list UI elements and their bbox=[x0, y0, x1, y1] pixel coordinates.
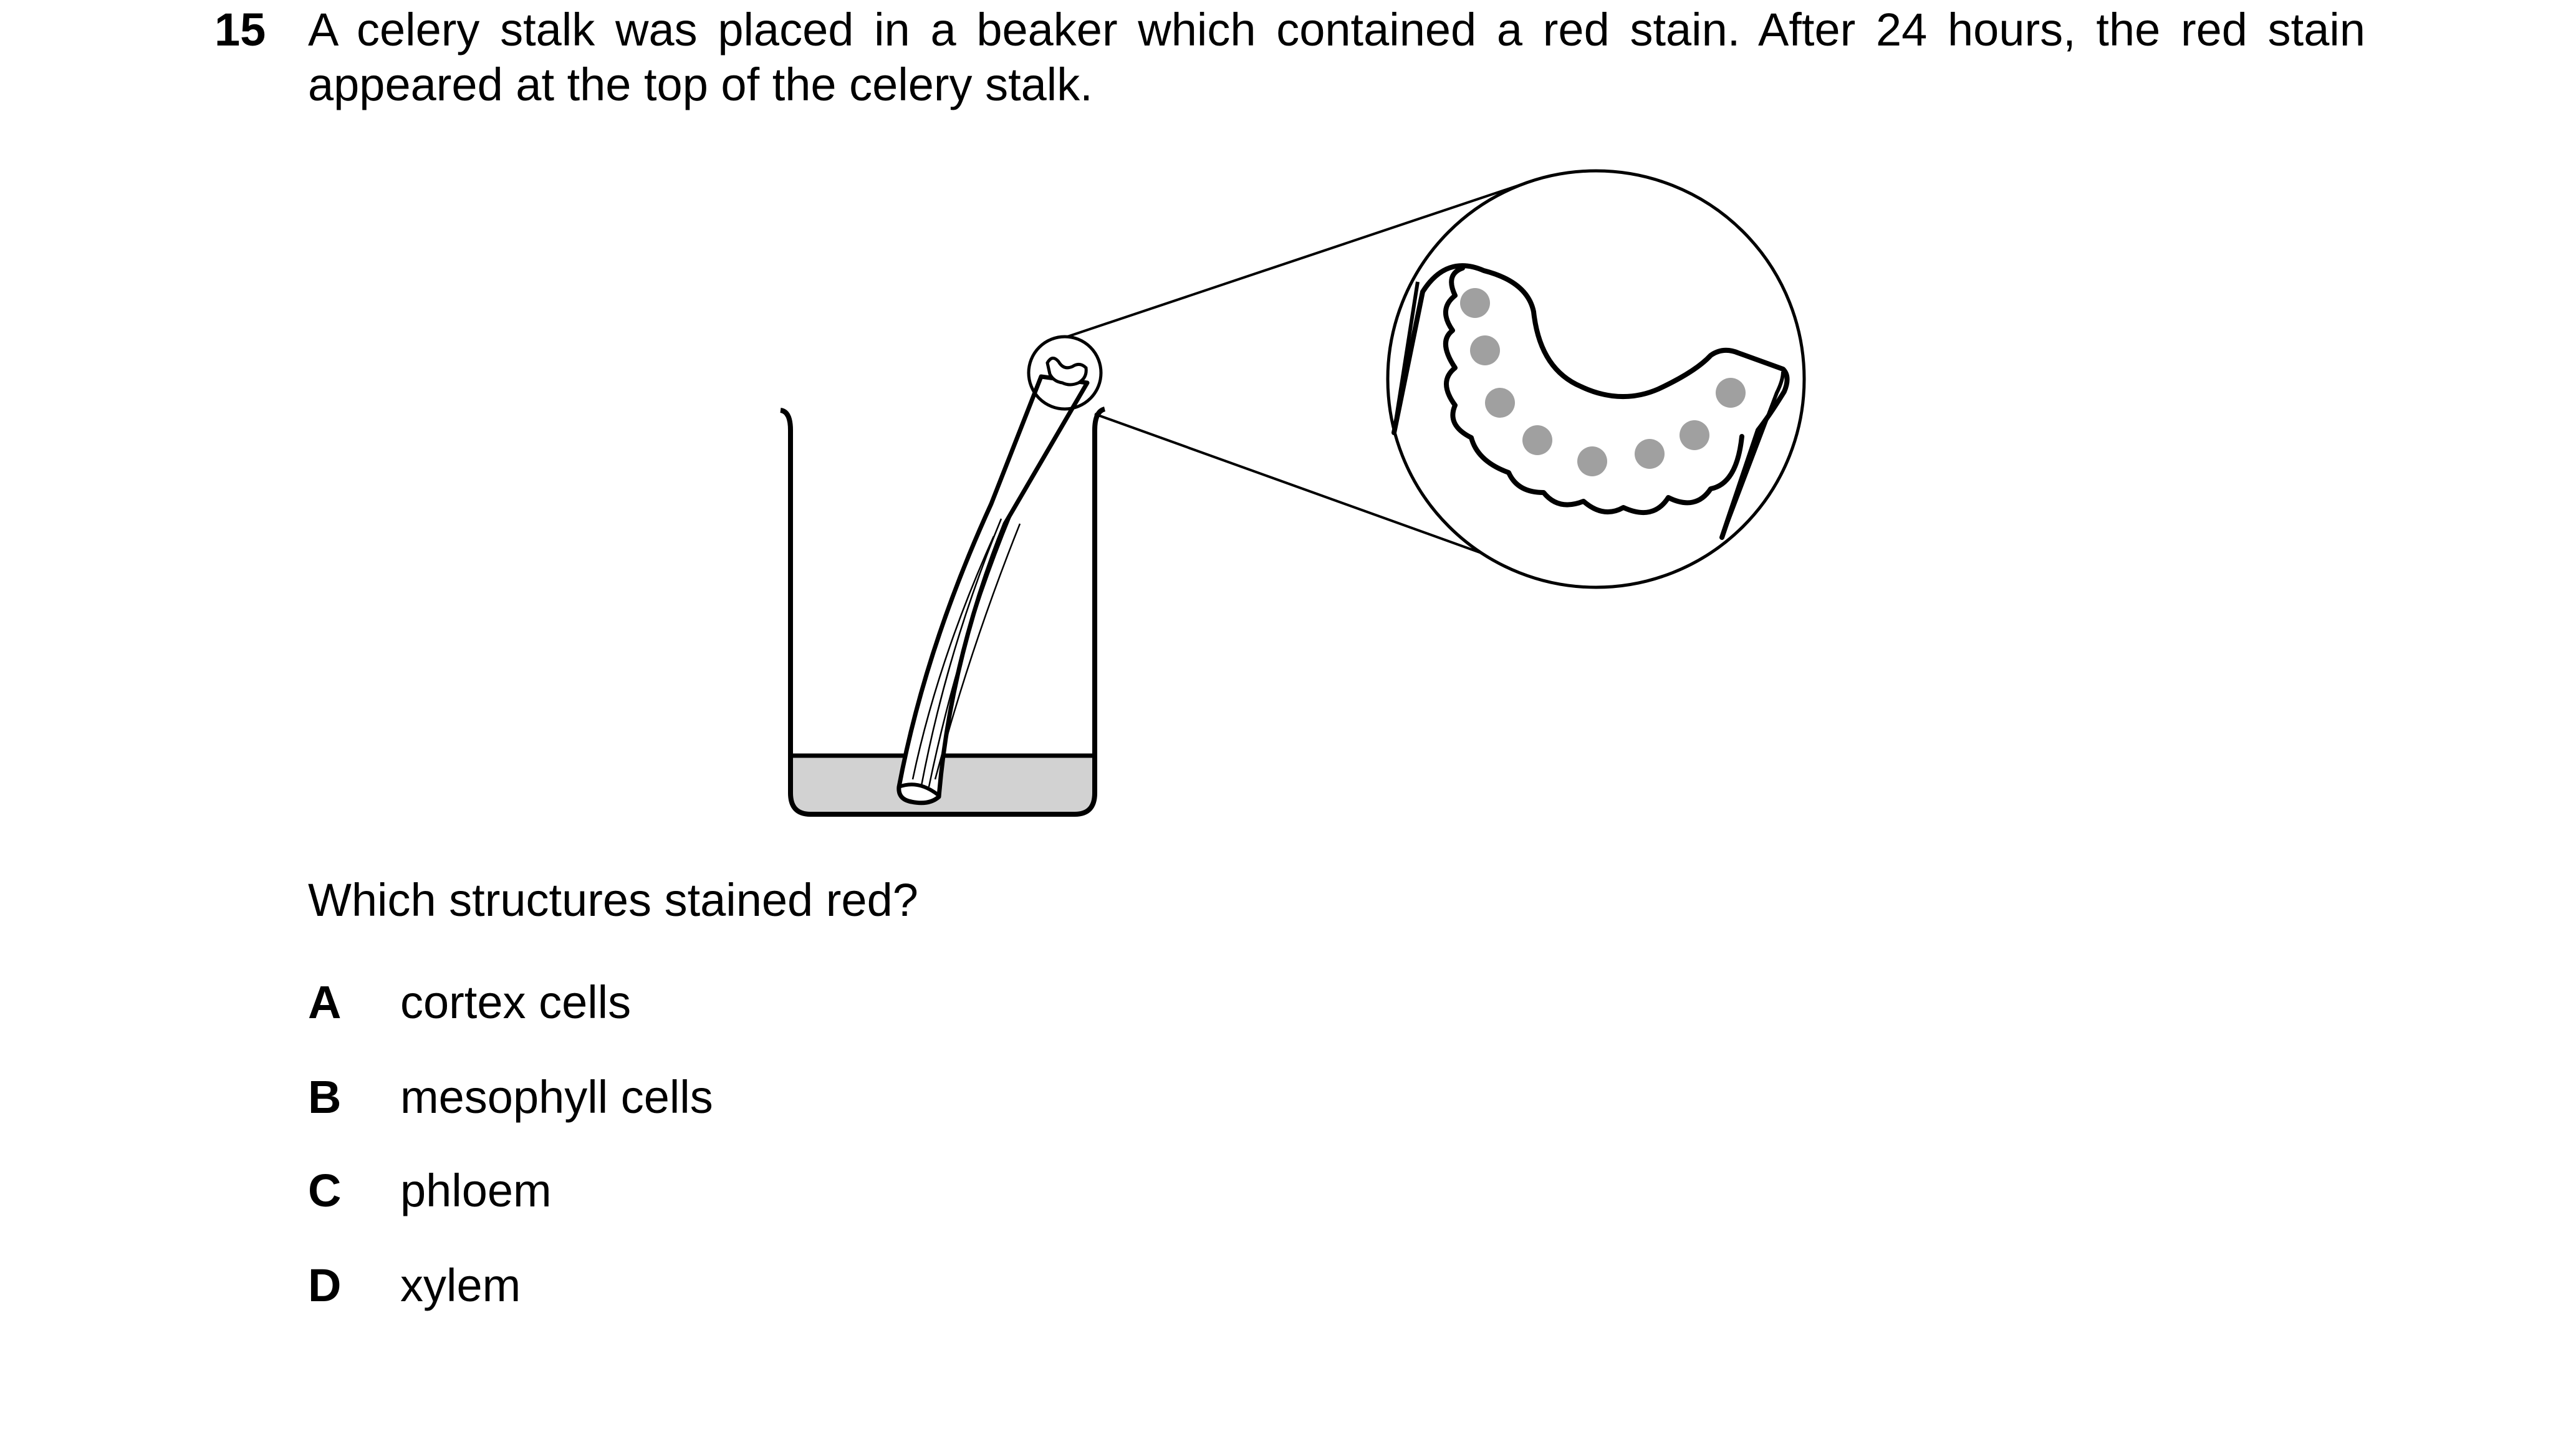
vascular-bundle bbox=[1485, 388, 1515, 418]
question-prompt: Which structures stained red? bbox=[308, 874, 918, 926]
magnified-view-circle bbox=[1386, 169, 1806, 589]
option-letter: C bbox=[308, 1165, 342, 1216]
stalk-fibre bbox=[928, 514, 1012, 787]
vascular-bundle bbox=[1460, 288, 1490, 318]
vascular-bundle bbox=[1635, 439, 1665, 469]
stalk-fibre bbox=[920, 518, 1002, 786]
option-letter: B bbox=[308, 1071, 342, 1123]
magnified-region-marker bbox=[1027, 335, 1103, 411]
zoom-line-top bbox=[1067, 183, 1522, 338]
red-stain-liquid bbox=[791, 748, 1095, 814]
celery-stalk bbox=[896, 374, 1090, 806]
crosssection-left-edge bbox=[1392, 281, 1420, 433]
stalk-top-crosssection bbox=[1045, 357, 1088, 387]
stalk-fibre bbox=[934, 523, 1021, 780]
question-number: 15 bbox=[214, 4, 266, 55]
option-letter: A bbox=[308, 976, 342, 1028]
vascular-bundle bbox=[1522, 425, 1552, 455]
crosssection-right-edge bbox=[1720, 371, 1785, 539]
zoom-line-bottom bbox=[1094, 413, 1508, 564]
stalk-cut-end bbox=[898, 782, 940, 797]
option-text: mesophyll cells bbox=[400, 1071, 713, 1123]
vascular-bundle bbox=[1680, 420, 1709, 450]
beaker bbox=[780, 407, 1106, 817]
option-text: phloem bbox=[400, 1165, 552, 1216]
vascular-bundle bbox=[1577, 446, 1607, 476]
question-stem: A celery stalk was placed in a beaker wh… bbox=[308, 4, 2365, 110]
option-text: cortex cells bbox=[400, 976, 632, 1028]
option-text: xylem bbox=[400, 1259, 521, 1311]
vascular-bundle bbox=[1470, 335, 1500, 365]
option-letter: D bbox=[308, 1259, 342, 1311]
celery-crosssection bbox=[1391, 263, 1790, 540]
vascular-bundle bbox=[1716, 378, 1746, 408]
stalk-fibre bbox=[911, 536, 995, 780]
